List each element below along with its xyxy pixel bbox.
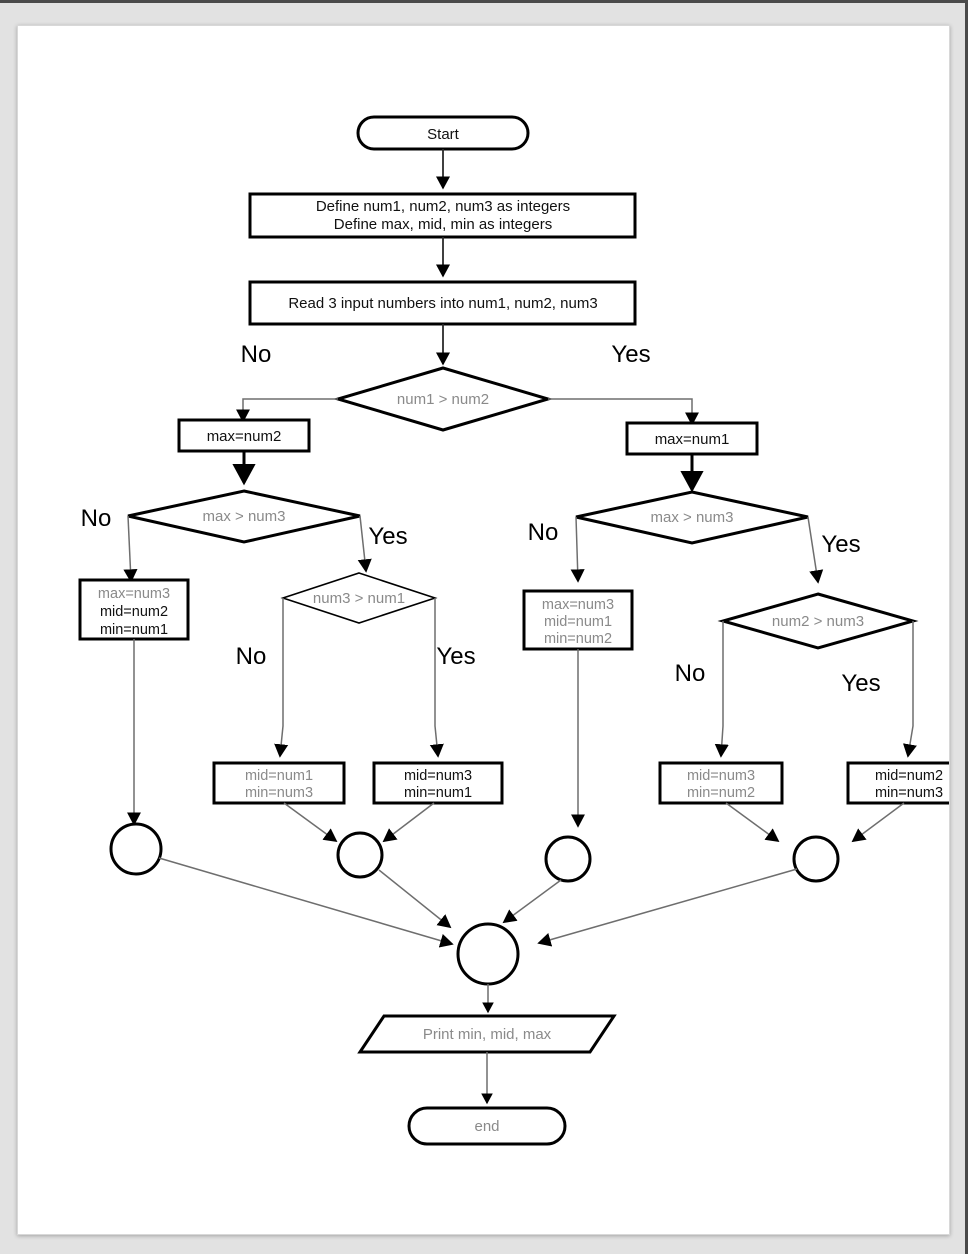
node-result-right-2-line2: min=num2 [687,785,755,801]
edge-resultleft2-conn2 [283,802,338,843]
node-result-left-1-line2: mid=num2 [100,604,168,620]
node-result-right-2[interactable]: mid=num3 min=num2 [658,761,784,805]
node-result-right-1-line1: max=num3 [542,597,614,613]
node-decision-max-gt-num3-left-label: max > num3 [203,508,286,525]
edge-d2right-yes [807,516,824,584]
node-end[interactable]: end [407,1106,567,1146]
node-result-left-2[interactable]: mid=num1 min=num3 [212,761,346,805]
node-end-label: end [474,1118,499,1135]
node-start[interactable]: Start [356,115,530,151]
node-define-line2: Define max, mid, min as integers [334,216,552,233]
node-result-right-1-line3: min=num2 [544,631,612,647]
connector-circle-3[interactable] [544,835,592,883]
node-print-label: Print min, mid, max [423,1026,552,1043]
node-define-line1: Define num1, num2, num3 as integers [316,198,570,215]
node-decision-num1-gt-num2[interactable]: num1 > num2 [332,366,554,432]
node-decision-max-gt-num3-left[interactable]: max > num3 [127,489,361,544]
node-start-label: Start [427,126,460,143]
edge-label-d3right-no: No [675,660,706,687]
node-max-num1[interactable]: max=num1 [625,421,759,456]
edge-conn4-merge [537,868,798,947]
edge-label-d3left-yes: Yes [436,643,475,670]
node-result-left-2-line2: min=num3 [245,785,313,801]
node-result-left-1-line1: max=num3 [98,586,170,602]
flowchart-canvas: Start Define num1, num2, num3 as integer… [78,115,950,1146]
edge-d3right-yes [902,621,917,758]
merge-circle[interactable] [456,922,520,986]
node-result-left-2-line1: mid=num1 [245,768,313,784]
node-decision-num2-gt-num3-label: num2 > num3 [772,613,864,630]
edge-d2right-no [570,516,585,583]
node-decision-max-gt-num3-right-label: max > num3 [651,509,734,526]
edge-conn2-merge [378,869,452,929]
edge-d2left-yes [357,515,372,573]
node-result-left-1-line3: min=num1 [100,622,168,638]
node-read-label: Read 3 input numbers into num1, num2, nu… [288,295,597,312]
node-max-num2[interactable]: max=num2 [177,418,311,453]
edge-label-d1-no: No [241,341,272,368]
edge-label-d2left-no: No [81,505,112,532]
node-decision-num3-gt-num1[interactable]: num3 > num1 [280,572,438,624]
edge-d3left-yes [429,598,444,758]
node-result-left-3-line2: min=num1 [404,785,472,801]
node-result-left-3-line1: mid=num3 [404,768,472,784]
node-decision-num2-gt-num3[interactable]: num2 > num3 [717,592,919,650]
node-decision-max-gt-num3-right[interactable]: max > num3 [575,490,809,545]
edge-label-d3left-no: No [236,643,267,670]
node-max-num2-label: max=num2 [207,428,282,445]
edge-label-d2right-yes: Yes [821,531,860,558]
edge-conn3-merge [502,879,562,924]
edge-label-d2right-no: No [528,519,559,546]
document-page: Start Define num1, num2, num3 as integer… [17,25,950,1235]
node-result-left-1[interactable]: max=num3 mid=num2 min=num1 [78,578,190,641]
node-decision-num1-gt-num2-label: num1 > num2 [397,391,489,408]
edge-d1-no [235,398,338,423]
node-result-right-1[interactable]: max=num3 mid=num1 min=num2 [522,589,634,651]
edge-resultleft3-conn2 [382,802,435,843]
edge-label-d3right-yes: Yes [841,670,880,697]
node-result-right-3[interactable]: mid=num2 min=num3 [846,761,950,805]
node-print[interactable]: Print min, mid, max [357,1014,617,1054]
node-result-right-1-line2: mid=num1 [544,614,612,630]
node-result-right-3-line2: min=num3 [875,785,943,801]
connector-circle-1[interactable] [109,822,163,876]
edge-resultright2-conn4 [725,802,780,843]
edge-resultright3-conn4 [851,802,905,843]
edge-d1-yes [548,398,700,426]
edge-d3left-no [274,598,289,758]
node-result-right-3-line1: mid=num2 [875,768,943,784]
node-decision-num3-gt-num1-label: num3 > num1 [313,590,405,607]
node-result-left-3[interactable]: mid=num3 min=num1 [372,761,504,805]
node-read[interactable]: Read 3 input numbers into num1, num2, nu… [248,280,637,326]
edge-d3right-no [714,621,729,758]
connector-circle-4[interactable] [792,835,840,883]
edge-label-d1-yes: Yes [611,341,650,368]
edge-conn1-merge [158,857,454,948]
node-define[interactable]: Define num1, num2, num3 as integers Defi… [248,192,637,239]
node-result-right-2-line1: mid=num3 [687,768,755,784]
edge-d2left-no [123,515,138,583]
edge-label-d2left-yes: Yes [368,523,407,550]
connector-circle-2[interactable] [336,831,384,879]
node-max-num1-label: max=num1 [655,431,730,448]
